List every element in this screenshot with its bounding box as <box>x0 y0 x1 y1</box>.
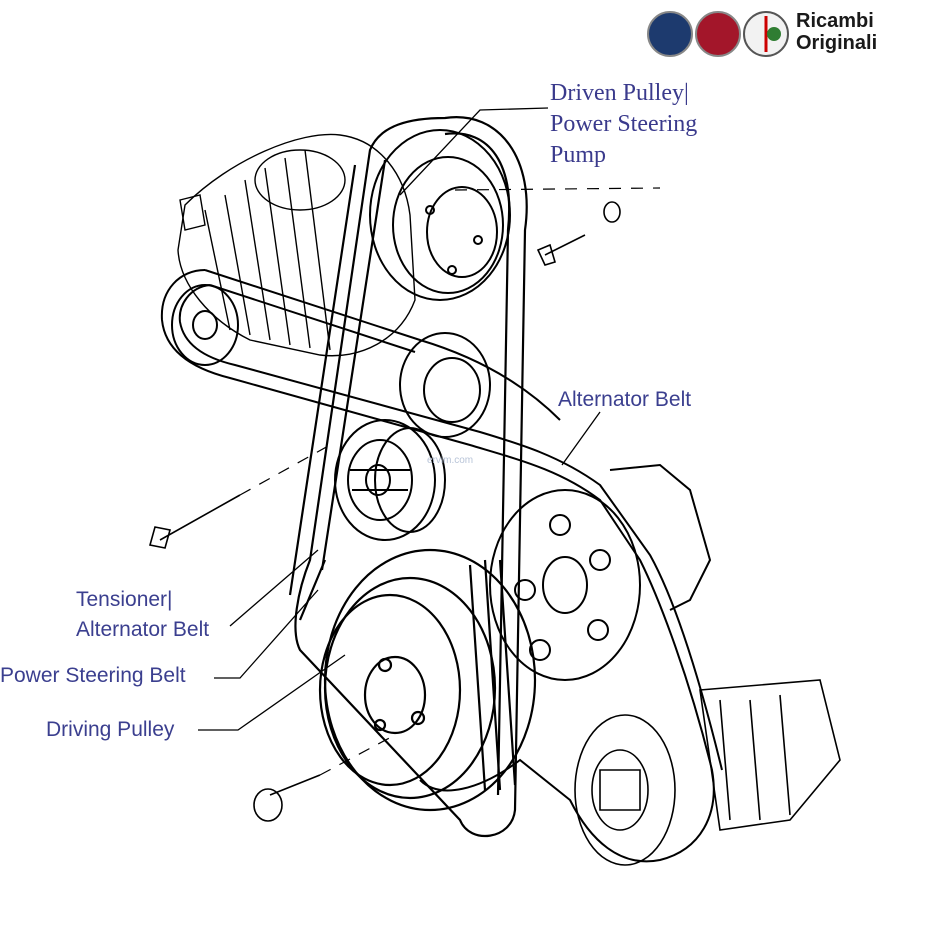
label-driven-pulley-line-1: Driven Pulley| <box>550 80 689 106</box>
label-power-steering-belt: Power Steering Belt <box>0 664 186 687</box>
leader-driving-pulley <box>198 654 346 731</box>
fiat-logo <box>695 11 741 57</box>
leader-alternator-belt <box>561 411 601 466</box>
label-driven-pulley: Driven Pulley| Power Steering Pump <box>550 78 697 171</box>
axis-line-driving <box>319 734 396 776</box>
leader-driven-pulley <box>399 107 549 196</box>
bolt-driving <box>253 774 321 822</box>
label-driven-pulley-line-2: Power Steering <box>550 111 698 137</box>
water-pump-pulley <box>489 463 712 681</box>
axis-line-top <box>454 187 661 191</box>
leader-tensioner <box>229 549 319 627</box>
tensioner-pulley-drawing <box>334 419 446 541</box>
leader-power-steering-belt <box>214 589 319 679</box>
alternator <box>177 133 416 357</box>
brand-line-2: Originali <box>796 32 878 54</box>
brand-text: Ricambi Originali <box>796 10 877 54</box>
label-alternator-belt: Alternator Belt <box>558 388 692 411</box>
label-tensioner-line-1: Tensioner| <box>76 588 173 611</box>
driven-pulley-drawing <box>369 129 511 301</box>
label-tensioner: Tensioner| Alternator Belt <box>76 585 209 645</box>
idler-pulley <box>399 332 491 438</box>
brand-block: Ricambi Originali <box>646 8 916 60</box>
bolt-tensioner <box>148 494 241 549</box>
brand-line-1: Ricambi <box>796 10 874 32</box>
bolt-top <box>536 201 621 266</box>
driving-pulley-drawing <box>318 548 537 812</box>
label-driving-pulley: Driving Pulley <box>46 718 175 741</box>
lancia-logo <box>647 11 693 57</box>
alternator-pulley <box>171 284 239 366</box>
brand-logos <box>647 11 789 57</box>
pump-pulley <box>574 679 841 866</box>
label-tensioner-line-2: Alternator Belt <box>76 618 210 641</box>
watermark: ervim.com <box>427 455 474 466</box>
label-driven-pulley-line-3: Pump <box>550 142 607 168</box>
axis-line-tensioner <box>239 444 331 496</box>
